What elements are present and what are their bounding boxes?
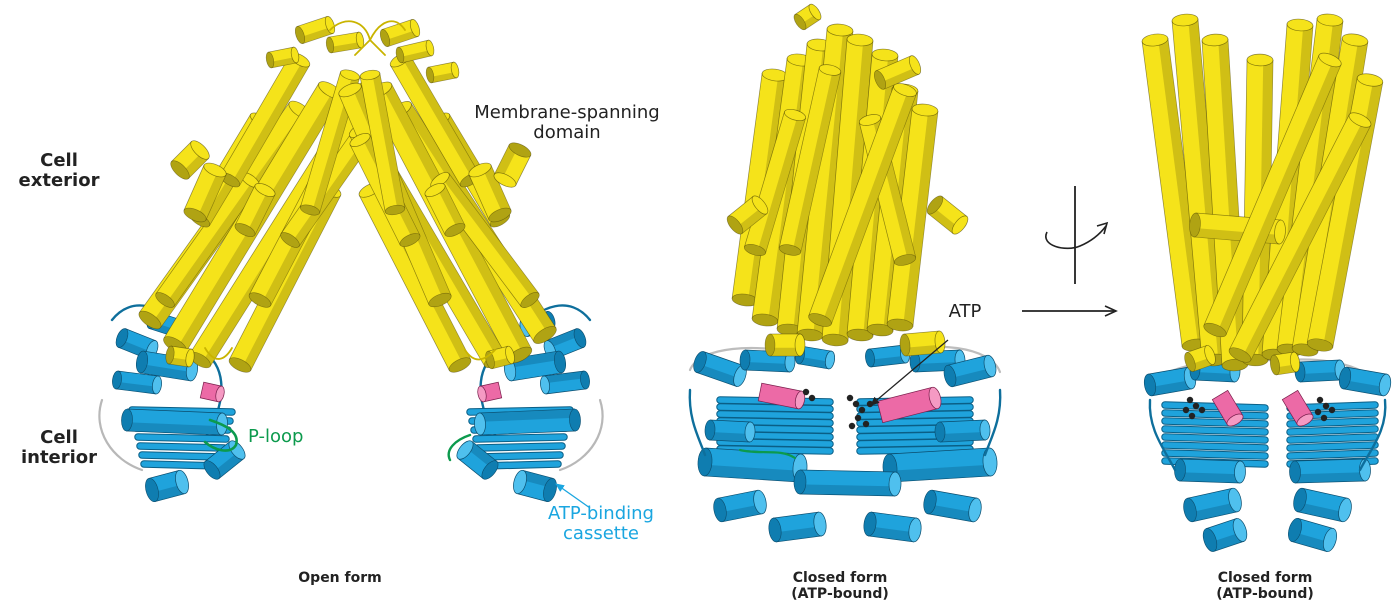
- nbd-helix: [794, 470, 902, 496]
- nbd-helix: [1174, 459, 1246, 483]
- atp-atom: [859, 407, 865, 413]
- atp-atom: [1193, 403, 1199, 409]
- open-right-tmd: [337, 50, 559, 375]
- atp-atom: [1321, 415, 1327, 421]
- nbd-helix: [1182, 487, 1244, 523]
- cell-exterior-line1: Cell: [0, 151, 118, 171]
- beta-strand: [1290, 453, 1375, 456]
- coupling-helix: [1269, 351, 1301, 375]
- atp-atom: [1189, 413, 1195, 419]
- closed-form-rotated-structure: [1141, 13, 1392, 554]
- nbd-helix: [712, 489, 768, 523]
- coil: [690, 390, 705, 455]
- beta-strand: [1165, 413, 1265, 416]
- beta-strand: [1165, 445, 1265, 448]
- beta-strand: [1165, 437, 1265, 440]
- atp-atom: [1329, 407, 1335, 413]
- beta-strand: [1165, 453, 1265, 456]
- beta-strand: [138, 437, 226, 439]
- tmd-helix: [425, 61, 460, 83]
- beta-strand: [1165, 421, 1265, 424]
- nbd-helix: [862, 511, 922, 542]
- atp-atom: [863, 421, 869, 427]
- beta-strand: [720, 414, 830, 416]
- beta-strand: [142, 455, 222, 457]
- beta-strand: [1165, 429, 1265, 432]
- closed-form-caption: Closed form (ATP-bound): [740, 571, 940, 602]
- beta-strand: [1290, 429, 1375, 432]
- cell-interior-label: Cell interior: [0, 428, 118, 468]
- abc-line2: cassette: [536, 524, 666, 544]
- closed-caption-line2: (ATP-bound): [740, 587, 940, 603]
- beta-strand: [720, 407, 830, 409]
- abc-line1: ATP-binding: [536, 504, 666, 524]
- atp-label: ATP: [940, 302, 990, 322]
- tmd-helix: [924, 193, 970, 236]
- tmd-helix: [765, 334, 805, 356]
- atp-atom: [1317, 397, 1323, 403]
- beta-strand: [860, 442, 970, 444]
- nbd-helix: [474, 409, 581, 435]
- closed-caption-line1: Closed form: [740, 571, 940, 587]
- nbd-helix: [691, 350, 749, 388]
- atp-atom: [855, 415, 861, 421]
- beta-strand: [476, 437, 564, 439]
- coupling-helix: [165, 345, 196, 367]
- closed-form-rotated-caption: Closed form (ATP-bound): [1165, 571, 1365, 602]
- nbd-helix: [935, 420, 991, 442]
- rotation-icon: [1046, 186, 1107, 284]
- atp-atom: [1323, 403, 1329, 409]
- nbd-helix: [1286, 517, 1339, 553]
- nbd-helix: [511, 469, 559, 503]
- p-loop-label: P-loop: [248, 427, 338, 447]
- tmd-helix: [792, 2, 824, 31]
- atp-atom: [809, 395, 815, 401]
- nbd-helix: [1201, 517, 1250, 554]
- beta-strand: [1290, 437, 1375, 440]
- open-form-structure: [99, 15, 602, 503]
- atp-atom: [847, 395, 853, 401]
- atp-atom: [1315, 409, 1321, 415]
- atp-atom: [803, 389, 809, 395]
- membrane-domain-line1: Membrane-spanning: [452, 103, 682, 123]
- nbd-helix: [143, 469, 191, 503]
- atp-atom: [1183, 407, 1189, 413]
- nbd-helix: [1289, 459, 1371, 483]
- cell-interior-line2: interior: [0, 448, 118, 468]
- closed-form-structure: [690, 2, 1000, 542]
- nbd-helix: [1143, 366, 1198, 397]
- atp-atom: [849, 423, 855, 429]
- open-form-caption: Open form: [240, 571, 440, 587]
- closed-rotated-caption-line2: (ATP-bound): [1165, 587, 1365, 603]
- cell-interior-line1: Cell: [0, 428, 118, 448]
- closed-rotated-caption-line1: Closed form: [1165, 571, 1365, 587]
- beta-strand: [478, 446, 562, 448]
- membrane-spanning-domain-label: Membrane-spanning domain: [452, 103, 682, 143]
- nbd-helix: [1338, 366, 1392, 397]
- nbd-helix: [1295, 360, 1346, 382]
- atp-atom: [1199, 407, 1205, 413]
- nbd-helix: [767, 511, 827, 542]
- tmd-helix: [899, 331, 946, 357]
- nbd-helix: [1292, 487, 1354, 523]
- tmd-helix: [395, 39, 436, 63]
- beta-strand: [1165, 405, 1265, 408]
- nbd-helix: [922, 489, 983, 523]
- membrane-domain-line2: domain: [452, 123, 682, 143]
- beta-strand: [1290, 445, 1375, 448]
- beta-strand: [480, 455, 560, 457]
- cell-exterior-label: Cell exterior: [0, 151, 118, 191]
- nbd-helix: [705, 420, 756, 442]
- atp-binding-cassette-label: ATP-binding cassette: [536, 504, 666, 544]
- atp-atom: [1187, 397, 1193, 403]
- atp-atom: [853, 401, 859, 407]
- beta-strand: [720, 442, 830, 444]
- cell-exterior-line2: exterior: [0, 171, 118, 191]
